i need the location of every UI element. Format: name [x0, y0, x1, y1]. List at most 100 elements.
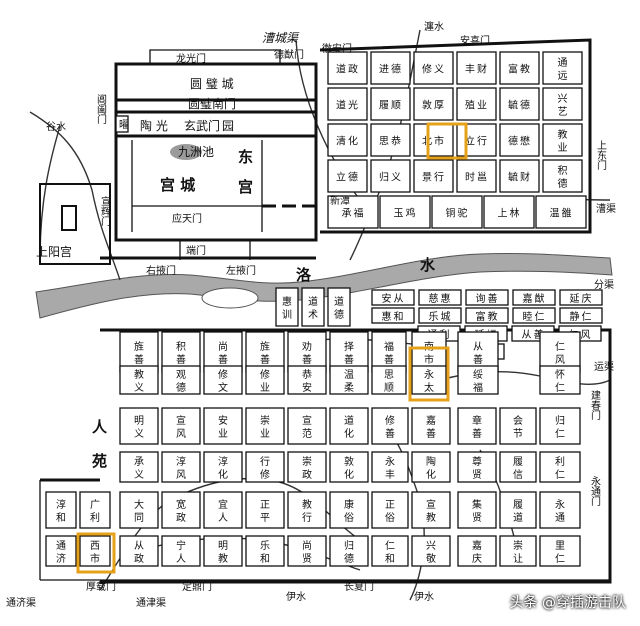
ward-嘉庆-label: 嘉 — [472, 539, 482, 552]
ward-正平-label: 平 — [260, 513, 270, 524]
ward-教业-block — [542, 123, 583, 157]
ward-尊贤-block — [457, 451, 497, 483]
ward-恭安-label: 安 — [302, 381, 312, 394]
ward-丰财-label: 丰 — [465, 63, 475, 76]
ward-明义-label: 义 — [134, 428, 144, 440]
ward-尊贤-label: 尊 — [472, 455, 482, 468]
ward-温柔-label: 柔 — [344, 382, 354, 394]
ward-温柔-block — [329, 365, 369, 395]
houzai-gate: 厚载门 — [86, 580, 116, 593]
ward-积善-block — [161, 331, 201, 373]
ward-明教-label: 明 — [218, 540, 228, 552]
ward-劝善-label: 善 — [302, 353, 312, 366]
ward-正俗-label: 俗 — [385, 512, 395, 524]
ward-从善-label: 善 — [473, 353, 483, 366]
ward-积善-label: 积 — [176, 341, 186, 353]
donggong-1: 东 — [238, 148, 253, 166]
ward-崇政-label: 崇 — [302, 456, 312, 468]
ward-绥福-label: 福 — [473, 381, 483, 394]
yao-label: 曜 — [119, 119, 129, 131]
ward-安业-label: 业 — [218, 428, 228, 440]
ward-承福-block — [327, 195, 379, 229]
ward-思顺-label: 顺 — [384, 382, 394, 394]
ward-景行-label: 行 — [434, 171, 444, 184]
ward-思恭-label: 思 — [379, 136, 389, 148]
ward-宜人-block — [203, 491, 243, 529]
ward-绥福-label: 绥 — [473, 369, 483, 381]
ward-正俗-block — [371, 491, 409, 529]
ward-尚善-label: 善 — [218, 353, 228, 366]
ward-集贤-label: 贤 — [472, 512, 482, 524]
ward-思顺-block — [371, 365, 407, 395]
ward-归德-label: 归 — [344, 539, 354, 552]
duan-gate: 端门 — [186, 244, 206, 257]
ward-归义-block — [370, 159, 411, 193]
ward-旌善-label: 旌 — [260, 340, 270, 353]
jianchun-gate: 建春门 — [589, 389, 601, 421]
ward-毓德-block — [499, 87, 540, 121]
ward-嘉猷-label: 嘉 — [523, 292, 533, 305]
ward-敦化-label: 敦 — [344, 455, 354, 468]
ward-睦仁-block — [512, 307, 556, 324]
ward-温柔-label: 温 — [344, 369, 354, 381]
ward-道德-block — [327, 287, 351, 327]
ward-淳风-block — [161, 451, 201, 483]
chan-water-label: 瀍水 — [424, 20, 444, 33]
ward-嘉庆-block — [457, 535, 497, 567]
ward-毓德-label: 德 — [520, 99, 530, 112]
ward-会节-label: 会 — [513, 414, 523, 427]
ward-兴敬-label: 敬 — [426, 552, 436, 565]
ward-通济-label: 济 — [56, 552, 66, 565]
ward-时邕-label: 时 — [465, 172, 475, 184]
ward-仁风-label: 仁 — [555, 341, 565, 353]
ward-殖业-label: 殖 — [465, 99, 475, 112]
ward-归仁-label: 归 — [555, 414, 565, 427]
ward-承义-label: 义 — [134, 469, 144, 481]
changhe-gate: 阊阖门 — [95, 93, 107, 125]
ward-宣风-label: 宣 — [176, 414, 186, 427]
ward-旌善-label: 旌 — [134, 340, 144, 353]
tongjin-canal-label: 通津渠 — [136, 597, 166, 609]
ward-集贤-block — [457, 491, 497, 529]
ward-静仁-block — [559, 307, 603, 324]
ward-清化-block — [327, 123, 368, 157]
ward-永通-label: 通 — [555, 512, 565, 524]
ward-惠训-block — [275, 287, 299, 327]
ward-仁风-label: 风 — [581, 329, 591, 341]
ward-教行-block — [287, 491, 327, 529]
ward-安业-label: 安 — [218, 414, 228, 427]
ward-立行-label: 立 — [465, 135, 475, 148]
ward-观德-block — [161, 365, 201, 395]
ward-玉鸡-label: 鸡 — [406, 207, 416, 220]
ward-宽政-label: 政 — [176, 511, 186, 524]
ward-履道-block — [499, 491, 537, 529]
ward-兴艺-block — [542, 87, 583, 121]
ward-崇让-label: 让 — [513, 553, 523, 565]
garden-label: 园 — [222, 119, 234, 133]
ward-宽政-block — [161, 491, 201, 529]
ward-永通-label: 永 — [555, 498, 565, 511]
ward-仁风-label: 风 — [555, 354, 565, 366]
xintan-label: 新潭 — [330, 194, 350, 207]
ward-崇业-label: 业 — [260, 428, 270, 440]
huian-gate: 徽安门 — [322, 42, 352, 55]
ward-时邕-label: 邕 — [477, 171, 487, 184]
ward-安从-label: 安 — [382, 292, 392, 305]
donggong-2: 宫 — [238, 178, 253, 196]
ward-从政-block — [119, 535, 159, 567]
ward-仁风-block — [539, 331, 581, 373]
ward-嘉猷-label: 猷 — [535, 292, 545, 305]
ward-道光-label: 光 — [348, 99, 358, 112]
ward-承福-label: 承 — [342, 208, 352, 220]
ward-铜驼-label: 驼 — [458, 207, 468, 220]
ward-延庆-label: 庆 — [582, 292, 592, 305]
yuanbi-city: 圆 璧 城 — [190, 76, 234, 91]
ward-明义-label: 明 — [134, 415, 144, 427]
chanqu-label: 漕渠 — [596, 202, 616, 215]
ward-询善-label: 善 — [488, 292, 498, 305]
ward-行修-label: 修 — [260, 468, 270, 481]
ward-绥福-block — [457, 365, 499, 395]
ward-玉鸡-label: 玉 — [394, 209, 404, 220]
ward-修业-label: 业 — [260, 382, 270, 394]
ward-北市-label: 市 — [434, 135, 444, 148]
